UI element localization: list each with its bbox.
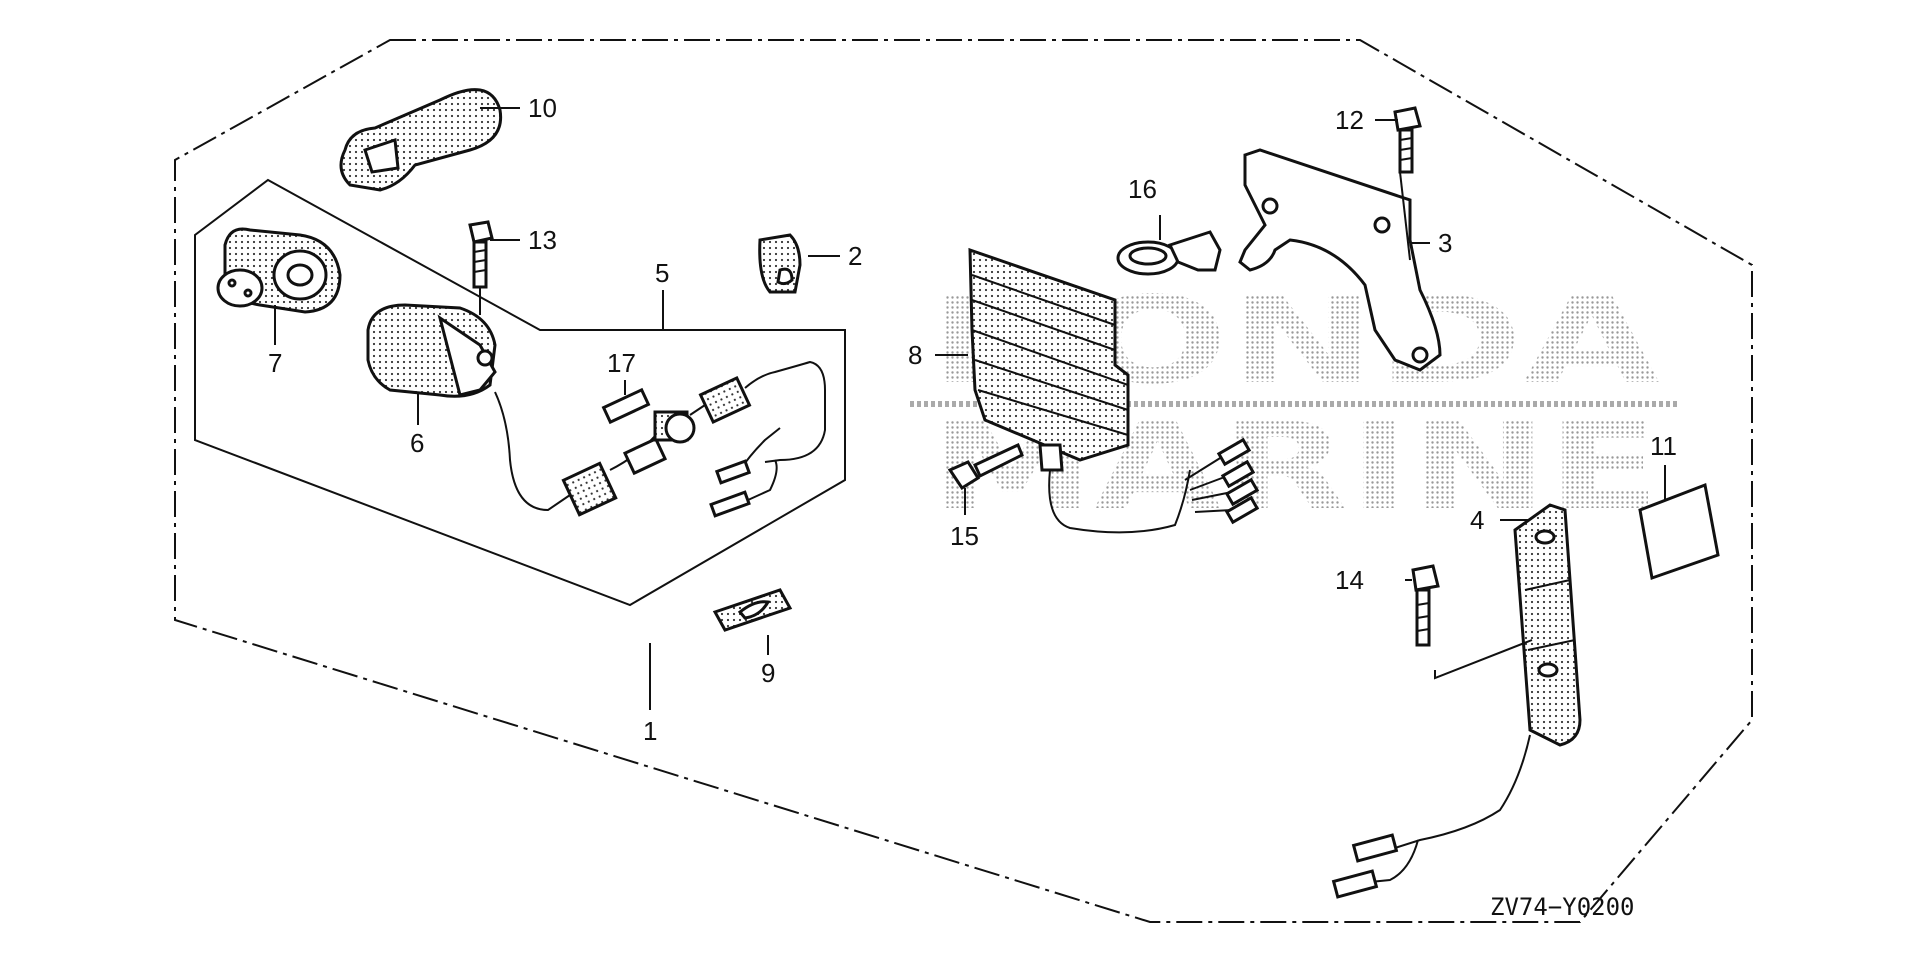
part-bolt-15: [947, 442, 1024, 491]
part-fuse: [601, 387, 651, 425]
assembly-boundary: [174, 39, 1753, 923]
callout-5: 5: [655, 258, 669, 288]
callout-14: 14: [1335, 565, 1364, 595]
part-bolt-12: [1393, 106, 1422, 174]
leader-lines: [274, 107, 1666, 710]
callout-7: 7: [268, 348, 282, 378]
callout-10: 10: [528, 93, 557, 123]
callout-6: 6: [410, 428, 424, 458]
callout-2: 2: [848, 241, 862, 271]
callout-11: 11: [1650, 431, 1677, 461]
callout-8: 8: [908, 340, 922, 370]
part-holder: [366, 303, 497, 398]
part-bolt-14: [1411, 564, 1440, 647]
part-bolt-13: [468, 220, 494, 289]
callout-3: 3: [1438, 228, 1452, 258]
callout-4: 4: [1470, 505, 1484, 535]
part-label: [712, 588, 793, 632]
callout-1: 1: [643, 716, 657, 746]
part-bracket: [1238, 148, 1442, 372]
callout-17: 17: [607, 348, 636, 378]
part-clip: [758, 233, 802, 294]
part-regulator: [968, 247, 1260, 534]
callout-13: 13: [528, 225, 557, 255]
callout-15: 15: [950, 521, 979, 551]
callout-16: 16: [1128, 174, 1157, 204]
part-bar: [1331, 503, 1582, 899]
callout-12: 12: [1335, 105, 1364, 135]
part-decal: [1638, 482, 1720, 580]
part-plug: [216, 227, 342, 314]
part-harness: [494, 360, 826, 518]
subkit-boundary: [194, 178, 846, 607]
part-band: [1116, 230, 1222, 276]
part-cap: [339, 88, 503, 192]
callout-9: 9: [761, 658, 775, 688]
callouts: 1 2 3 4 5 6 7 8 9 10 11 12 13 14 15 16 1…: [268, 93, 1677, 746]
diagram-code: ZV74−Y0200: [1490, 893, 1635, 921]
